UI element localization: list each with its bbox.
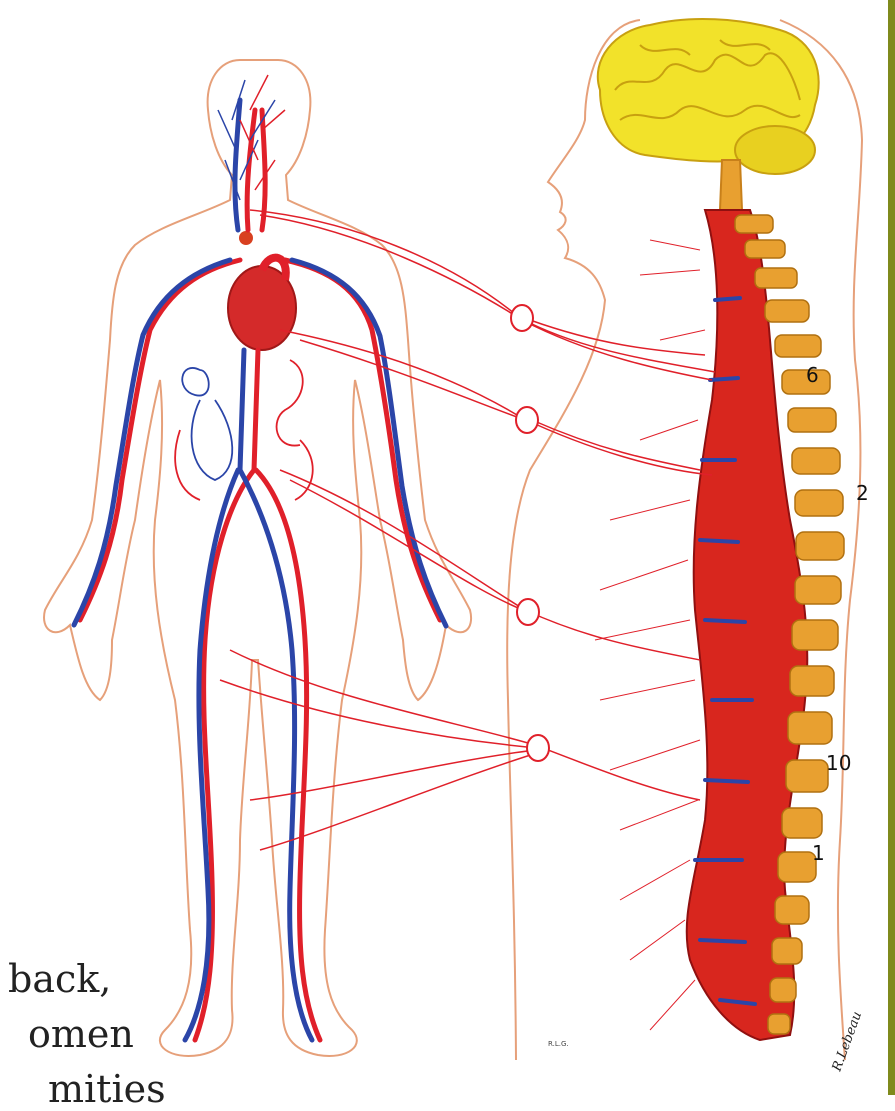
vertebra-label-6: 6 <box>806 363 819 387</box>
accent-bar <box>888 0 895 1095</box>
vertebra-label-10: 10 <box>826 751 851 775</box>
artist-initials: R.L.G. <box>548 1040 569 1048</box>
artist-signature: R.Lebeau <box>829 1010 865 1075</box>
overlay-text-line-2: omen <box>28 1015 134 1053</box>
nervous-figure <box>507 19 862 1060</box>
ganglion-2 <box>516 407 538 433</box>
overlay-text-line-1: back, <box>8 960 111 998</box>
head-vessels <box>218 75 285 200</box>
circulatory-figure <box>44 60 471 1056</box>
vertebra-label-1: 1 <box>812 841 825 865</box>
ganglia <box>511 305 549 761</box>
overlay-text-line-3: mities <box>48 1070 166 1108</box>
vertebra-label-2: 2 <box>856 481 869 505</box>
ganglion-4 <box>527 735 549 761</box>
ganglion-3 <box>517 599 539 625</box>
ganglion-1 <box>511 305 533 331</box>
brain <box>598 19 819 210</box>
thyroid <box>239 231 253 245</box>
